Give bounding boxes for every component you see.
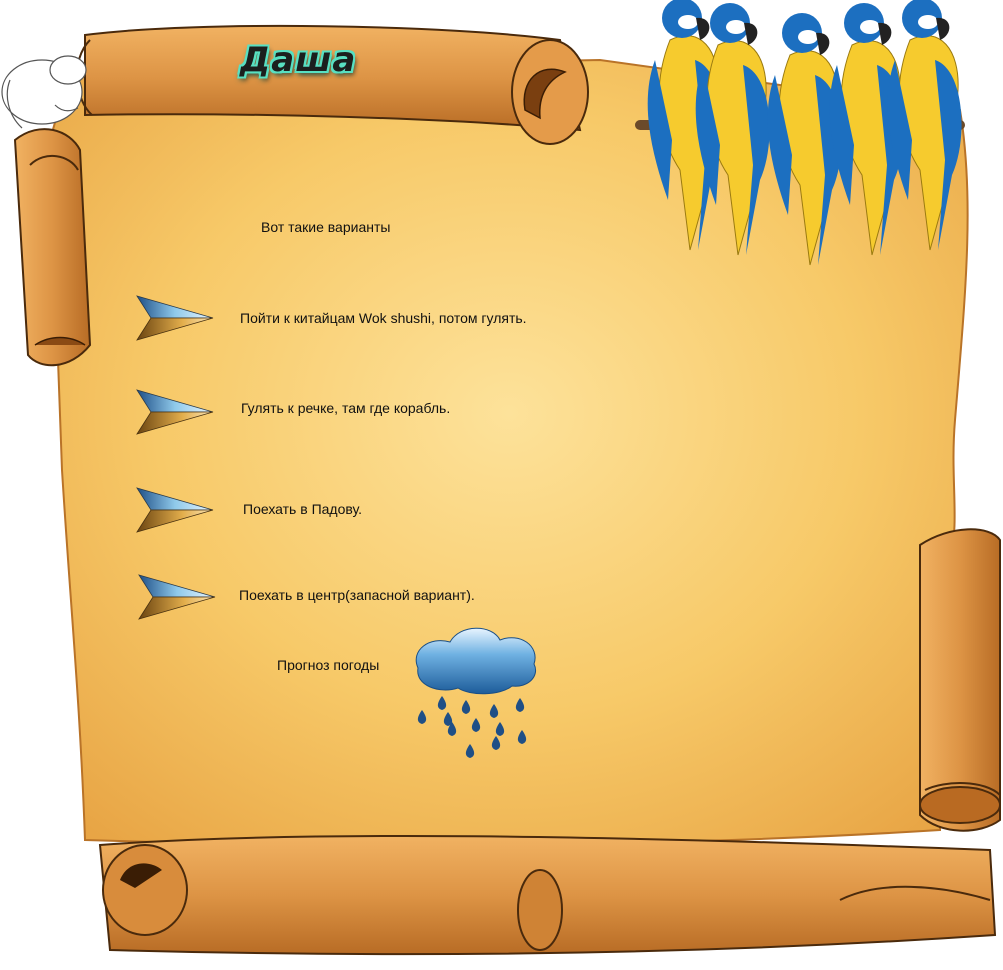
weather-forecast-label: Прогноз погоды <box>277 657 380 673</box>
right-scroll-roll <box>919 528 1001 832</box>
option-wok-sushi[interactable]: Пойти к китайцам Wok shushi, потом гулят… <box>240 310 527 326</box>
option-river-walk[interactable]: Гулять к речке, там где корабль. <box>241 400 451 416</box>
rain-drop <box>465 744 475 758</box>
rain-drop <box>461 700 471 714</box>
paper-plane-arrow-icon[interactable] <box>136 389 214 435</box>
rain-drop <box>489 704 499 718</box>
rain-drop <box>437 696 447 710</box>
rain-drop <box>447 722 457 736</box>
rain-cloud-icon <box>415 627 536 758</box>
rain-drop <box>517 730 527 744</box>
rain-drop <box>491 736 501 750</box>
paper-plane-arrow-icon[interactable] <box>138 574 216 620</box>
rain-drop <box>443 712 453 726</box>
intro-text: Вот такие варианты <box>261 219 391 235</box>
rain-drop <box>417 710 427 724</box>
option-center[interactable]: Поехать в центр(запасной вариант). <box>239 587 475 603</box>
top-scroll-roll <box>76 24 589 145</box>
left-scroll-roll <box>13 128 92 367</box>
paper-plane-arrow-icon[interactable] <box>136 487 214 533</box>
bottom-scroll-roll <box>98 834 997 956</box>
rain-drop <box>471 718 481 732</box>
macaw-parrots-illustration <box>635 0 965 266</box>
rain-drop <box>515 698 525 712</box>
paper-plane-arrow-icon[interactable] <box>136 295 214 341</box>
option-padova[interactable]: Поехать в Падову. <box>243 501 362 517</box>
page-title: Даша <box>240 40 357 80</box>
rain-drop <box>495 722 505 736</box>
sketched-animal-illustration <box>1 55 87 129</box>
